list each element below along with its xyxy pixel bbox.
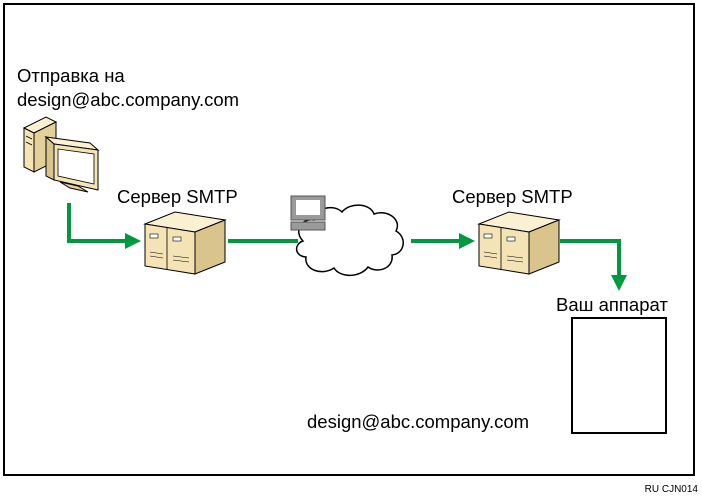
- computer-icon: [22, 116, 100, 193]
- arrow-pc-to-smtp: [67, 203, 141, 249]
- diagram-frame: [3, 3, 695, 476]
- smtp-left-label: Сервер SMTP: [117, 186, 238, 207]
- smtp-server-left-icon: [143, 211, 227, 275]
- sender-label-line1: Отправка на: [17, 65, 125, 86]
- smtp-right-label: Сервер SMTP: [452, 186, 573, 207]
- sender-address: design@abc.company.com: [17, 89, 240, 110]
- arrow-smtp-to-device: [560, 239, 627, 291]
- figure-code: RU CJN014: [644, 484, 698, 495]
- terminal-icon: [290, 195, 326, 231]
- smtp-server-right-icon: [477, 211, 561, 275]
- device-address: design@abc.company.com: [307, 411, 530, 432]
- device-box: [571, 317, 667, 434]
- device-label: Ваш аппарат: [556, 294, 668, 315]
